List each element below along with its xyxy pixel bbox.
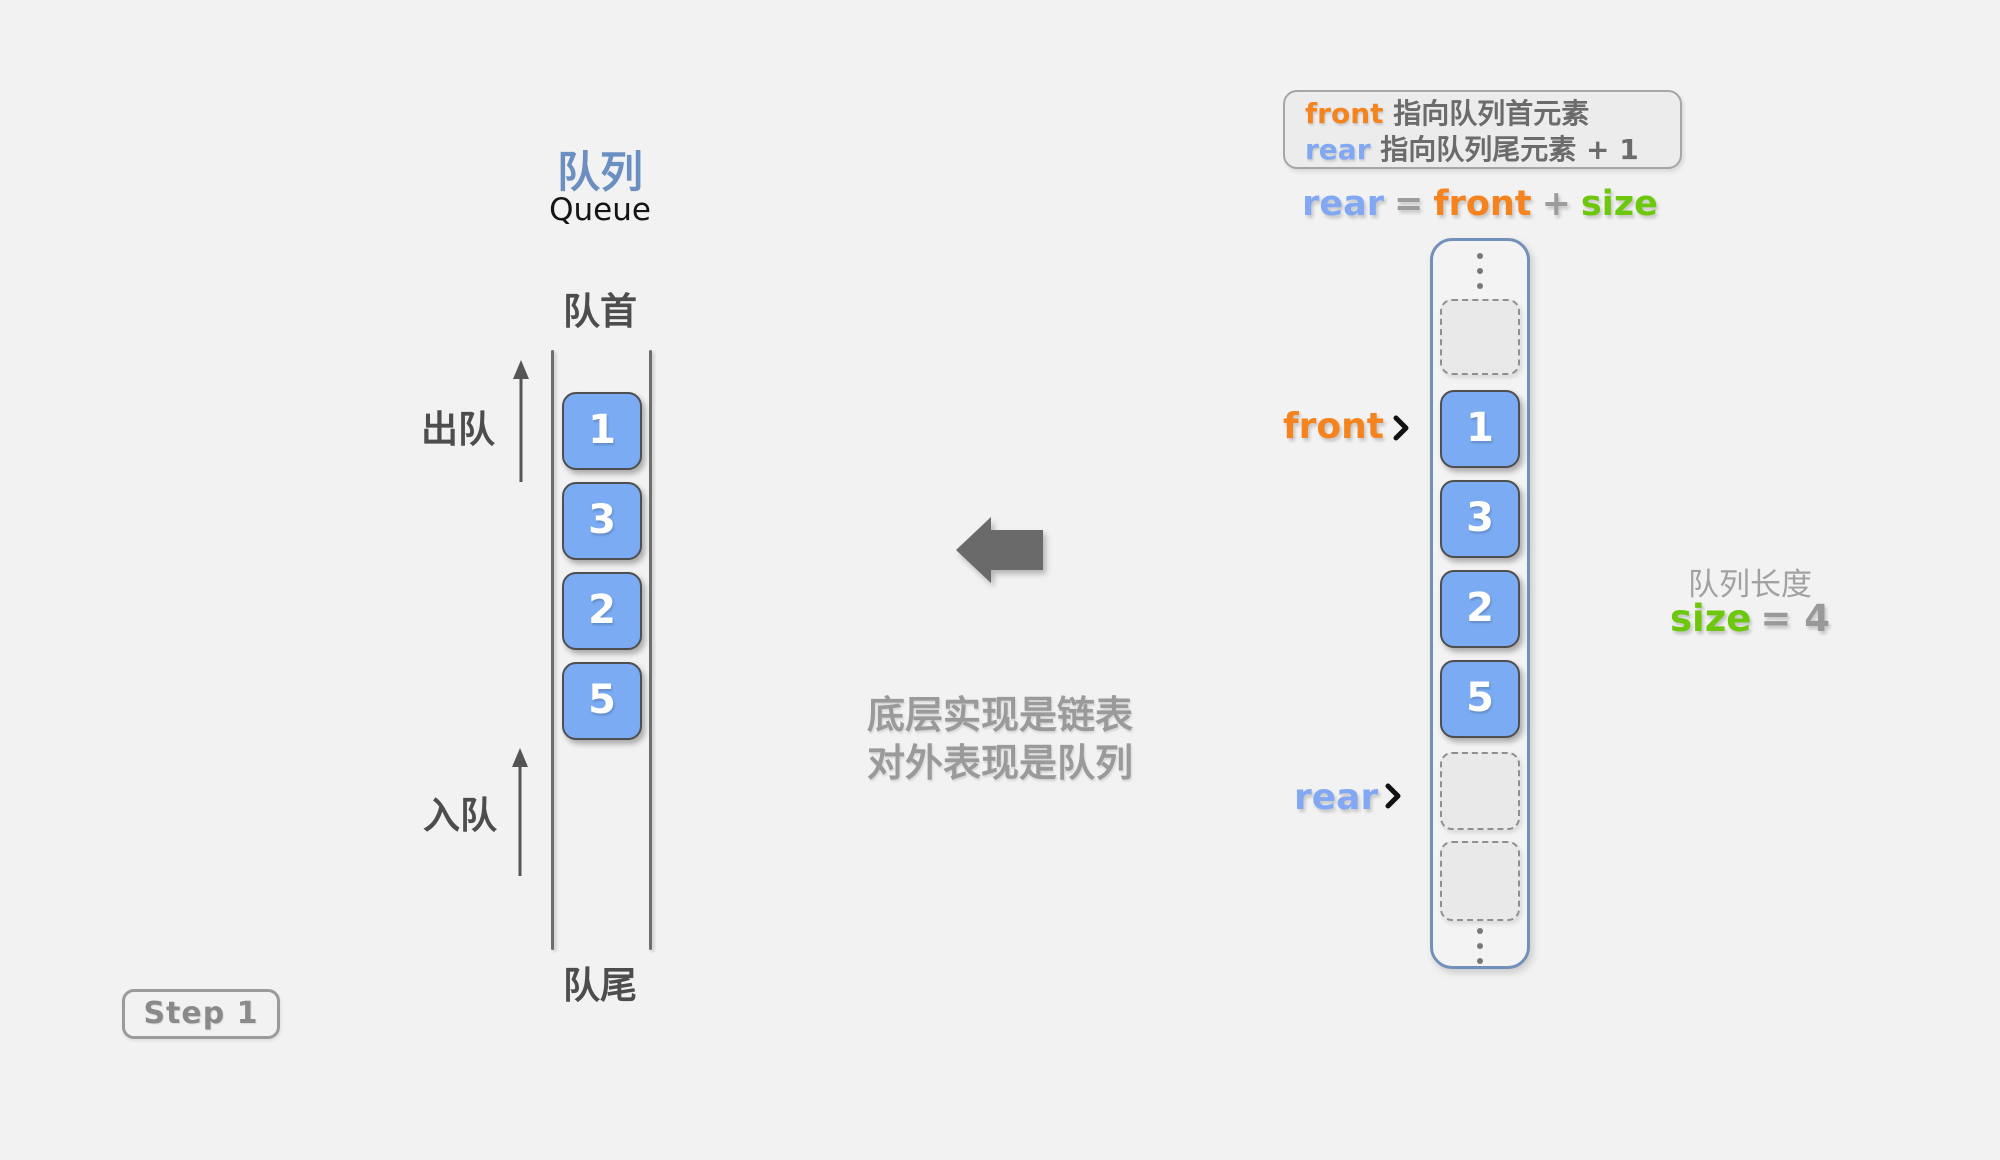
vertical-ellipsis-icon bbox=[1430, 928, 1530, 964]
implementation-note-line2: 对外表现是队列 bbox=[866, 741, 1133, 785]
array-element: 1 bbox=[1440, 390, 1520, 468]
queue-tail-label: 队尾 bbox=[563, 964, 637, 1007]
empty-slot bbox=[1440, 841, 1520, 921]
up-arrow-icon bbox=[513, 360, 529, 482]
implementation-note-line1: 底层实现是链表 bbox=[866, 693, 1133, 737]
array-element: 3 bbox=[1440, 480, 1520, 558]
queue-channel-left-line bbox=[551, 350, 554, 950]
formula-front: front bbox=[1433, 184, 1532, 224]
empty-slot bbox=[1440, 299, 1520, 375]
enqueue-label: 入队 bbox=[423, 794, 497, 837]
formula-plus: + bbox=[1541, 184, 1571, 224]
size-value-line: size= 4 bbox=[1640, 597, 1860, 640]
rear-pointer-label: rear bbox=[1294, 777, 1379, 818]
queue-element: 2 bbox=[562, 572, 642, 650]
legend-line-front: front 指向队列首元素 bbox=[1305, 96, 1680, 132]
formula-size: size bbox=[1580, 184, 1658, 224]
vertical-ellipsis-icon bbox=[1430, 253, 1530, 289]
queue-head-label: 队首 bbox=[563, 290, 637, 333]
legend-front-keyword: front bbox=[1305, 97, 1384, 130]
legend-line-rear: rear 指向队列尾元素 + 1 bbox=[1305, 132, 1680, 168]
size-keyword: size bbox=[1670, 597, 1752, 640]
up-arrow-icon bbox=[512, 748, 528, 876]
dequeue-label: 出队 bbox=[421, 408, 495, 451]
step-badge: Step 1 bbox=[122, 989, 280, 1039]
left-block-arrow-icon bbox=[956, 517, 1043, 583]
empty-slot bbox=[1440, 752, 1520, 830]
array-element: 5 bbox=[1440, 660, 1520, 738]
queue-element: 5 bbox=[562, 662, 642, 740]
rear-formula: rear=front+size bbox=[1290, 184, 1670, 224]
queue-title-en: Queue bbox=[549, 192, 651, 228]
legend-rear-keyword: rear bbox=[1305, 133, 1371, 166]
formula-rear: rear bbox=[1302, 184, 1385, 224]
queue-length-caption: 队列长度 bbox=[1688, 567, 1812, 603]
pointer-legend-box: front 指向队列首元素 rear 指向队列尾元素 + 1 bbox=[1283, 90, 1682, 169]
formula-equals: = bbox=[1394, 184, 1424, 224]
size-value: = 4 bbox=[1760, 597, 1830, 640]
array-element: 2 bbox=[1440, 570, 1520, 648]
queue-element: 1 bbox=[562, 392, 642, 470]
front-pointer-label: front bbox=[1283, 406, 1384, 447]
queue-element: 3 bbox=[562, 482, 642, 560]
chevron-right-icon bbox=[1393, 415, 1409, 441]
legend-front-text: 指向队列首元素 bbox=[1393, 97, 1590, 130]
chevron-right-icon bbox=[1385, 783, 1401, 809]
legend-rear-text: 指向队列尾元素 + 1 bbox=[1380, 133, 1639, 166]
queue-channel-right-line bbox=[649, 350, 652, 950]
queue-title-cn: 队列 bbox=[557, 148, 643, 198]
